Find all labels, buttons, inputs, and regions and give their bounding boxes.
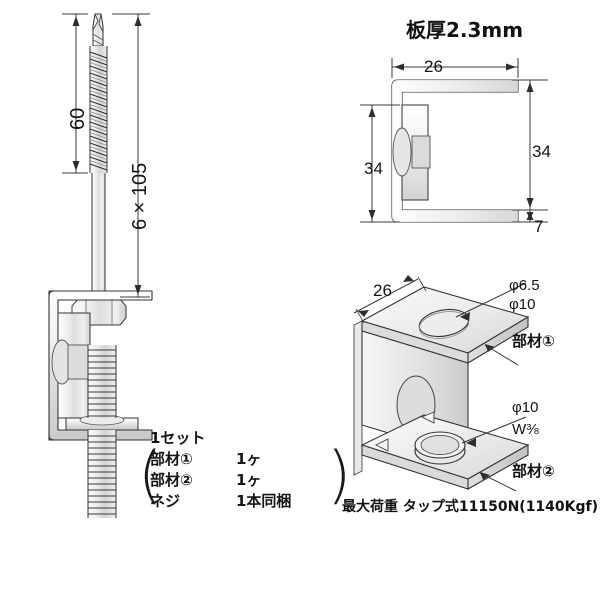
parts-list-name-1: 部材① — [150, 450, 193, 468]
parts-list-heading-row: 1セット — [150, 428, 291, 449]
dimension-width-26 — [391, 58, 519, 78]
part-label-2: 部材② — [512, 462, 555, 480]
dimension-overall-length — [112, 13, 150, 298]
iso-leader-lines — [455, 282, 527, 492]
screw-drill-tip — [92, 13, 104, 47]
parts-list-paren-right: ) — [327, 438, 352, 511]
parts-list-heading: 1セット — [150, 429, 206, 447]
dimension-label-iso-26: 26 — [373, 281, 392, 300]
parts-list-paren-left: ( — [138, 438, 163, 511]
max-load-note: 最大荷重 タップ式11150N(1140Kgf) — [342, 499, 599, 515]
screw-assembly-figure — [48, 13, 153, 518]
bracket-profile-side — [48, 290, 153, 441]
bracket-top-flange — [360, 286, 530, 364]
dimension-height-left-34 — [360, 104, 400, 223]
threaded-rod — [87, 345, 117, 518]
parts-list-name-3: ネジ — [150, 492, 181, 510]
parts-list-name-2: 部材② — [150, 471, 193, 489]
bracket-bottom-flange — [360, 411, 530, 490]
parts-list: 1セット 部材① 1ヶ 部材② 1ヶ ネジ 1本同梱 — [150, 428, 291, 512]
bracket-back-edge — [353, 320, 363, 476]
dimension-label-side-left-34: 34 — [364, 159, 383, 178]
dimension-label-6x105: 6 × 105 — [129, 162, 151, 230]
parts-list-row-3: ネジ 1本同梱 — [150, 491, 291, 512]
hole-label-phi-10-bottom: φ10 — [512, 399, 539, 416]
screw-threaded-shank — [89, 46, 108, 173]
dimension-label-side-26: 26 — [424, 57, 443, 76]
hole-label-phi-6-5: φ6.5 — [509, 277, 540, 294]
bracket-iso-figure — [353, 275, 530, 492]
bracket-c-profile — [391, 79, 519, 223]
parts-list-qty-2: 1ヶ — [236, 471, 262, 489]
dimension-iso-26 — [353, 275, 427, 324]
bracket-side-view-figure — [360, 58, 548, 223]
dimension-offset-7 — [512, 210, 548, 223]
page-title: 板厚2.3mm — [406, 18, 524, 42]
parts-list-qty-1: 1ヶ — [236, 450, 262, 468]
dimension-label-60: 60 — [67, 107, 89, 130]
parts-list-qty-3: 1本同梱 — [236, 492, 292, 510]
thread-label-w38: W⅜ — [512, 421, 539, 438]
dimension-thread-length — [62, 13, 88, 174]
parts-list-row-2: 部材② 1ヶ — [150, 470, 291, 491]
dimension-label-side-7: 7 — [534, 217, 544, 236]
screw-smooth-shank — [91, 173, 106, 291]
hole-label-phi-10-top: φ10 — [509, 296, 536, 313]
parts-list-row-1: 部材① 1ヶ — [150, 449, 291, 470]
part-label-1: 部材① — [512, 332, 555, 350]
dimension-label-side-right-34: 34 — [532, 142, 551, 161]
